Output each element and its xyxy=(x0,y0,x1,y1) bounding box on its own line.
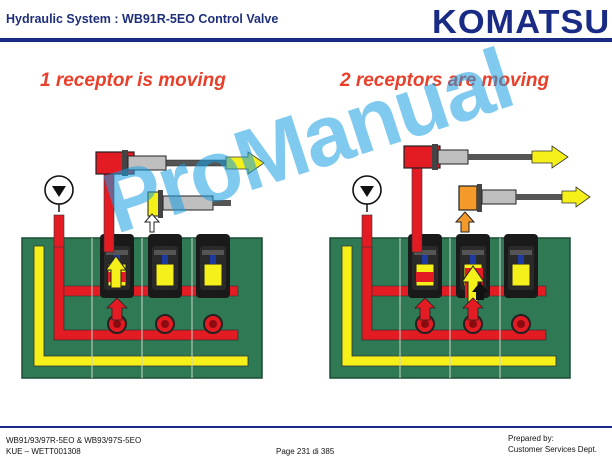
return-line xyxy=(33,245,249,367)
footer-prepared-by: Customer Services Dept. xyxy=(508,445,597,454)
flow-arrow-icon xyxy=(531,145,569,169)
flow-arrow-icon xyxy=(225,151,265,175)
flow-arrow-icon xyxy=(462,297,484,321)
flow-arrow-icon xyxy=(414,297,436,321)
flow-arrow-icon xyxy=(106,297,128,321)
left-panel-heading: 1 receptor is moving xyxy=(40,70,226,91)
footer-rule xyxy=(0,426,612,428)
right-panel-heading: 2 receptors are moving xyxy=(340,70,550,91)
header-rule xyxy=(0,38,612,42)
komatsu-logo: KOMATSU xyxy=(432,3,611,40)
footer-page: Page 231 di 385 xyxy=(276,447,335,456)
page-title: Hydraulic System : WB91R-5EO Control Val… xyxy=(6,12,279,26)
flow-arrow-icon xyxy=(454,211,476,233)
return-line xyxy=(341,245,557,367)
left-valve-assembly xyxy=(21,150,265,379)
flow-arrow-icon xyxy=(461,265,485,307)
cylinder-icon xyxy=(458,185,478,211)
flow-arrow-icon xyxy=(143,213,161,233)
flow-arrow-icon xyxy=(105,255,127,289)
right-valve-assembly xyxy=(329,144,591,379)
footer-models: WB91/93/97R-5EO & WB93/97S-5EO xyxy=(6,436,142,445)
footer-prepared-label: Prepared by: xyxy=(508,434,554,443)
footer-code: KUE – WETT001308 xyxy=(6,447,81,456)
flow-arrow-icon xyxy=(561,186,591,208)
flow-arrow-icon xyxy=(472,282,488,300)
